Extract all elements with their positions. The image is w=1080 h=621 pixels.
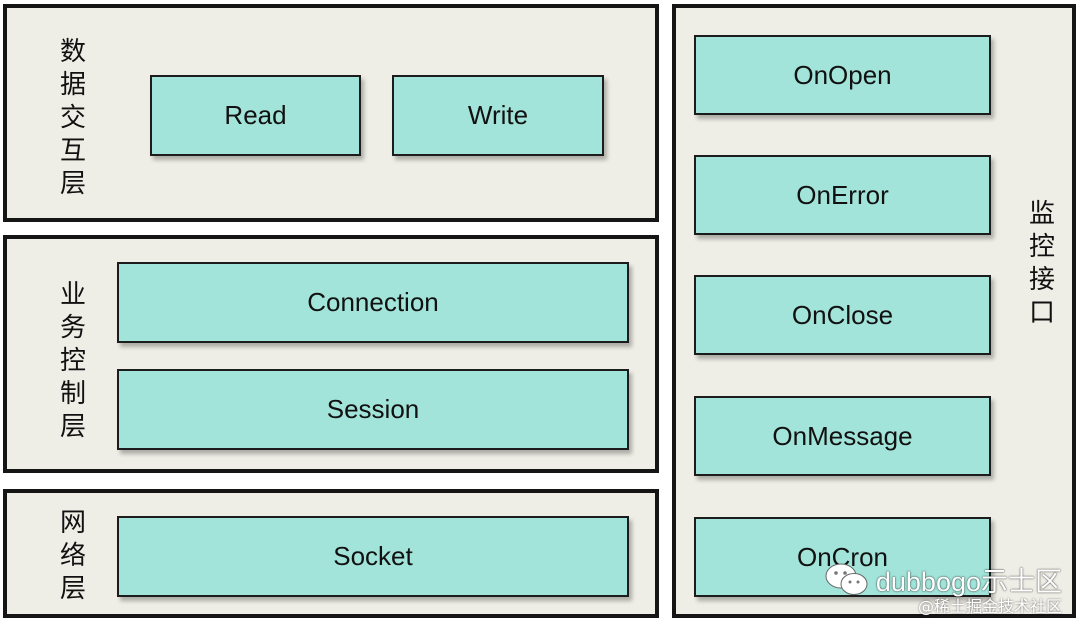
on-error-box: OnError bbox=[694, 155, 991, 235]
network-layer-label: 网 络 层 bbox=[59, 508, 86, 604]
on-open-box: OnOpen bbox=[694, 35, 991, 115]
data-interaction-layer-label: 数 据 交 互 层 bbox=[59, 37, 86, 199]
data-interaction-layer: 数 据 交 互 层 Read Write bbox=[3, 4, 659, 222]
monitor-interface-label: 监 控 接 口 bbox=[1028, 199, 1055, 328]
on-close-box: OnClose bbox=[694, 275, 991, 355]
monitor-interface-panel: 监 控 接 口 OnOpen OnError OnClose OnMessage… bbox=[672, 4, 1076, 618]
write-box: Write bbox=[392, 75, 604, 156]
connection-box: Connection bbox=[117, 262, 629, 343]
read-box: Read bbox=[150, 75, 361, 156]
session-box: Session bbox=[117, 369, 629, 450]
business-control-layer-label: 业 务 控 制 层 bbox=[59, 280, 86, 442]
business-control-layer: 业 务 控 制 层 Connection Session bbox=[3, 235, 659, 473]
network-layer: 网 络 层 Socket bbox=[3, 489, 659, 618]
on-cron-box: OnCron bbox=[694, 517, 991, 597]
socket-box: Socket bbox=[117, 516, 629, 597]
on-message-box: OnMessage bbox=[694, 396, 991, 476]
